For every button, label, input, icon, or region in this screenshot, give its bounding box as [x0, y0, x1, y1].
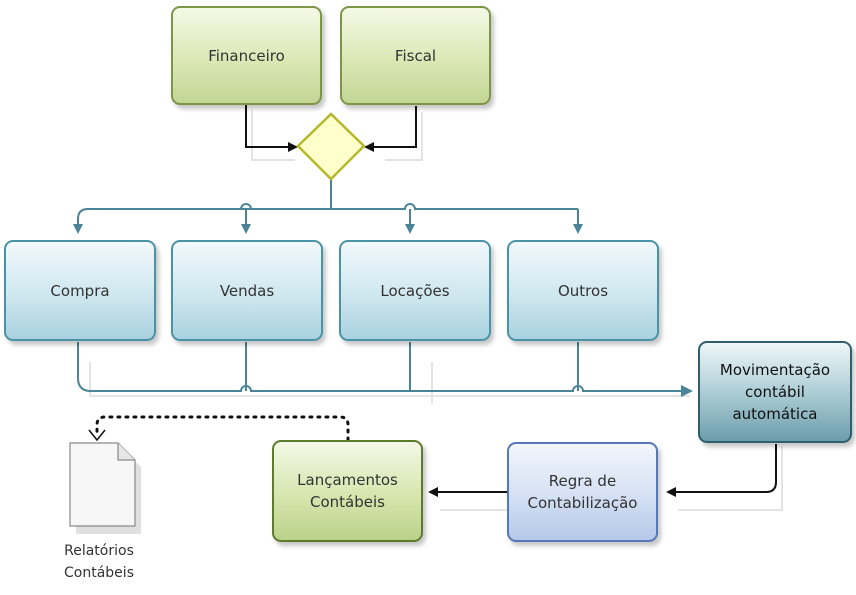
- collect-line: [77, 342, 693, 397]
- node-regra-de-contabilizacao[interactable]: Regra de Contabilização: [507, 442, 658, 542]
- node-compra[interactable]: Compra: [4, 240, 156, 341]
- document-icon: [69, 442, 141, 534]
- label-relatorios-contabeis: Relatórios Contábeis: [64, 543, 134, 581]
- bus-line: [239, 180, 578, 210]
- node-vendas[interactable]: Vendas: [171, 240, 323, 341]
- decision-diamond: [296, 112, 366, 181]
- shadow-lines: [89, 110, 783, 511]
- node-fiscal[interactable]: Fiscal: [340, 6, 491, 105]
- node-financeiro[interactable]: Financeiro: [171, 6, 322, 105]
- dotted-link-arrowhead: [88, 429, 106, 442]
- node-outros[interactable]: Outros: [507, 240, 659, 341]
- node-movimentacao-contabil-automatica[interactable]: Movimentação contábil automática: [698, 341, 852, 443]
- arrow-financeiro-to-decision: [245, 104, 298, 152]
- node-locacoes[interactable]: Locações: [339, 240, 491, 341]
- arrow-to-compra: [73, 208, 331, 234]
- node-lancamentos-contabeis[interactable]: Lançamentos Contábeis: [272, 440, 423, 542]
- arrow-movimentacao-to-regra: [666, 444, 777, 497]
- dotted-link-reports: [95, 415, 350, 442]
- arrow-fiscal-to-decision: [364, 106, 417, 152]
